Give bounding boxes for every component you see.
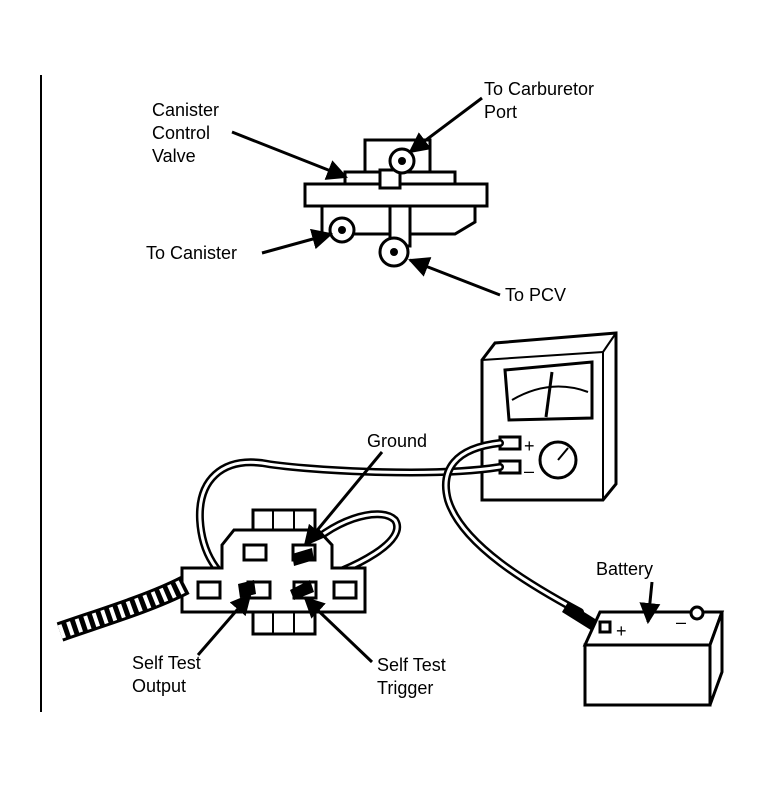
arrow-ground bbox=[303, 451, 384, 547]
label-output-line1: Self Test bbox=[132, 653, 201, 673]
label-self-test-output: Self Test Output bbox=[132, 653, 201, 696]
arrow-to-carburetor-port bbox=[408, 96, 483, 154]
label-ground: Ground bbox=[367, 431, 427, 451]
arrow-to-canister bbox=[261, 228, 334, 255]
arrow-self-test-output bbox=[196, 593, 252, 656]
meter-plus-sign: + bbox=[524, 436, 535, 456]
label-to-canister: To Canister bbox=[146, 243, 237, 263]
label-canister-line1: Canister bbox=[152, 100, 219, 120]
meter-minus-sign: – bbox=[524, 461, 534, 481]
label-to-pcv: To PCV bbox=[505, 285, 566, 305]
battery-probe-clip bbox=[562, 602, 600, 632]
label-canister-control-valve: Canister Control Valve bbox=[152, 100, 219, 166]
battery-plus-sign: + bbox=[616, 621, 627, 641]
battery: + – bbox=[582, 605, 725, 707]
arrow-battery bbox=[639, 581, 661, 625]
label-to-carburetor-port: To Carburetor Port bbox=[484, 79, 594, 122]
canister-control-valve bbox=[303, 138, 489, 268]
arrow-canister-control-valve bbox=[231, 130, 348, 180]
label-battery: Battery bbox=[596, 559, 653, 579]
label-canister-line2: Control bbox=[152, 123, 210, 143]
meter-needle bbox=[544, 371, 554, 418]
label-trigger-line2: Trigger bbox=[377, 678, 433, 698]
label-carburetor-line2: Port bbox=[484, 102, 517, 122]
label-self-test-trigger: Self Test Trigger bbox=[377, 655, 446, 698]
battery-minus-sign: – bbox=[676, 612, 686, 632]
self-test-connector bbox=[180, 508, 367, 636]
arrow-self-test-trigger bbox=[303, 596, 374, 664]
arrow-to-pcv bbox=[408, 257, 501, 297]
label-canister-line3: Valve bbox=[152, 146, 196, 166]
label-output-line2: Output bbox=[132, 676, 186, 696]
wiring-harness bbox=[56, 576, 190, 642]
label-carburetor-line1: To Carburetor bbox=[484, 79, 594, 99]
label-trigger-line1: Self Test bbox=[377, 655, 446, 675]
voltmeter: + – bbox=[480, 331, 618, 502]
